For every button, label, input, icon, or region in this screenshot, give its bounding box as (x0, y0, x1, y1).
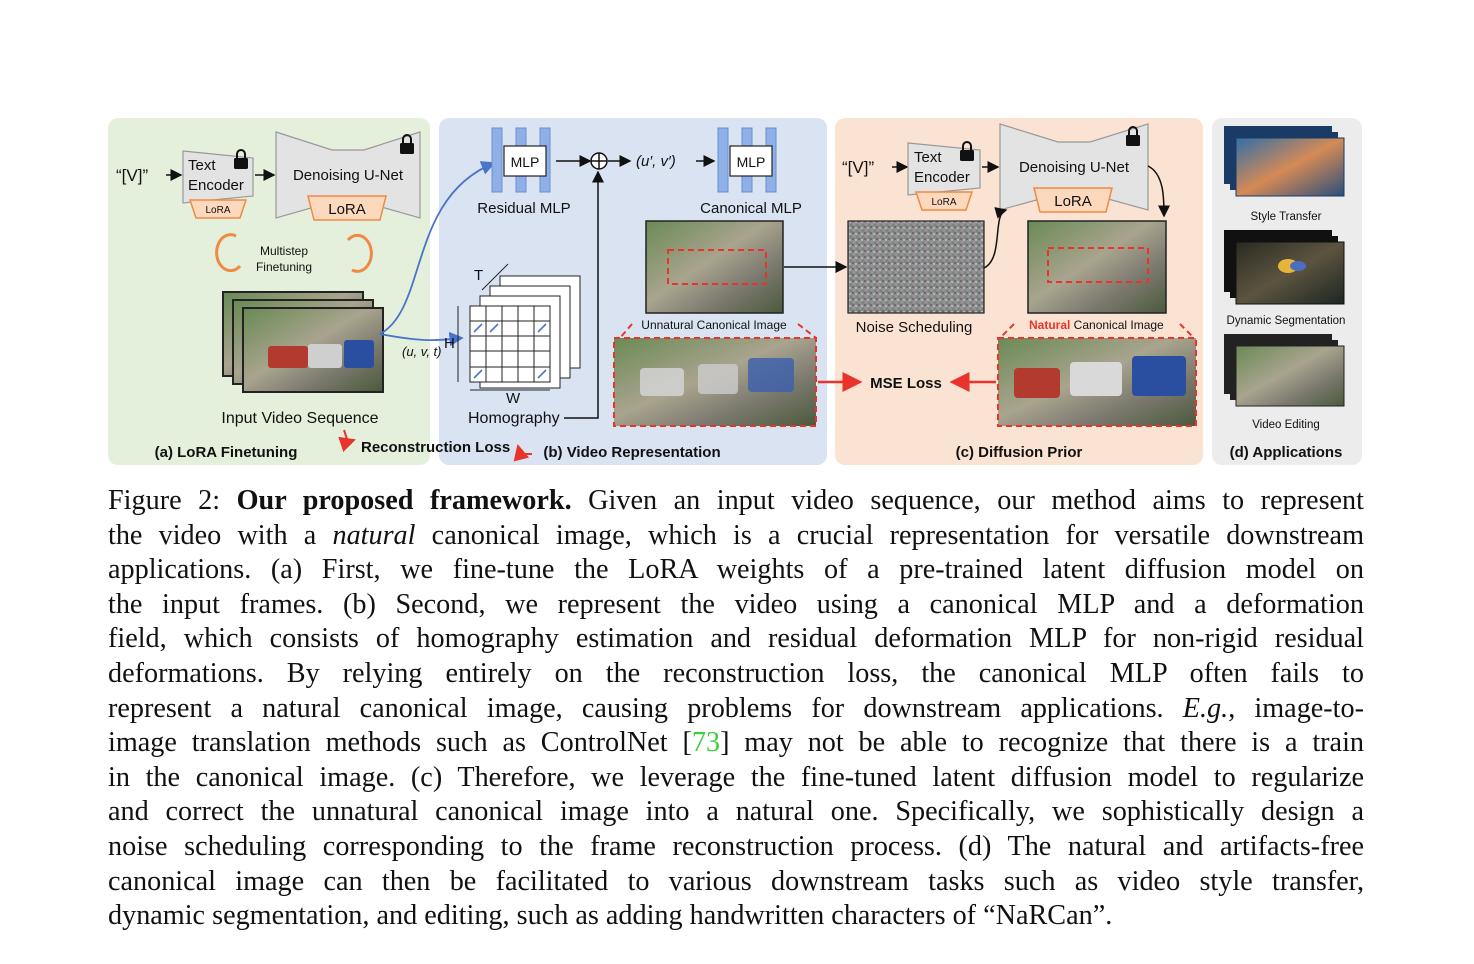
reconstruction-loss-label: Reconstruction Loss (361, 439, 510, 456)
svg-text:Residual MLP: Residual MLP (477, 200, 570, 217)
caption-line: and correct the unnatural canonical imag… (108, 796, 1364, 828)
caption-line: dynamic segmentation, and editing, such … (108, 900, 1113, 932)
svg-text:Natural Canonical Image: Natural Canonical Image (1029, 318, 1164, 332)
lora-small-a (188, 199, 248, 219)
segmentation-images (1224, 230, 1345, 305)
svg-text:Noise Scheduling: Noise Scheduling (856, 319, 973, 336)
svg-text:Denoising U-Net: Denoising U-Net (1019, 159, 1130, 176)
lock-icon (1126, 126, 1140, 146)
style-transfer-images (1224, 126, 1345, 197)
token-v-c: “[V]” (842, 158, 874, 177)
caption-line: represent a natural canonical image, cau… (108, 692, 1364, 724)
svg-text:Unnatural Canonical Image: Unnatural Canonical Image (641, 318, 787, 332)
lock-icon (960, 141, 974, 161)
lora-unet-c (1033, 187, 1113, 213)
input-video-frames (222, 291, 384, 393)
lora-unet-a (307, 195, 387, 221)
svg-text:MLP: MLP (511, 154, 540, 170)
unnatural-canonical-image (645, 220, 784, 314)
svg-text:Dynamic Segmentation: Dynamic Segmentation (1227, 315, 1346, 327)
svg-text:(u′, v′): (u′, v′) (636, 153, 676, 170)
svg-text:LoRA: LoRA (931, 197, 956, 208)
caption-line: image translation methods such as Contro… (108, 727, 1364, 759)
natural-canonical-image (1027, 220, 1167, 314)
video-editing-images (1224, 334, 1345, 407)
natural-zoom-image (997, 337, 1197, 427)
caption-line: field, which consists of homography esti… (108, 623, 1364, 655)
svg-text:Homography: Homography (468, 410, 560, 427)
token-v-a: “[V]” (116, 166, 148, 185)
svg-text:Encoder: Encoder (188, 177, 244, 194)
citation-link[interactable]: 73 (691, 727, 721, 759)
svg-text:Denoising U-Net: Denoising U-Net (293, 167, 404, 184)
mse-loss-label: MSE Loss (870, 375, 942, 392)
svg-text:Canonical MLP: Canonical MLP (700, 200, 802, 217)
figure-caption: Figure 2: Our proposed framework. Given … (108, 484, 1364, 934)
framework-figure: “[V]” Text Encoder LoRA Denoising U-Net … (108, 118, 1364, 468)
caption-line: the input frames. (b) Second, we represe… (108, 588, 1364, 620)
caption-line: applications. (a) First, we fine-tune th… (108, 554, 1364, 586)
svg-text:LoRA: LoRA (205, 205, 230, 216)
svg-text:Text: Text (188, 157, 216, 174)
svg-text:Encoder: Encoder (914, 169, 970, 186)
canonical-mlp-block (717, 127, 777, 193)
lora-small-c (914, 191, 974, 211)
residual-mlp-block (491, 127, 551, 193)
caption-line: Figure 2: Our proposed framework. Given … (108, 485, 1364, 516)
svg-text:Style Transfer: Style Transfer (1251, 211, 1322, 223)
svg-text:T: T (474, 267, 483, 284)
caption-line: noise scheduling corresponding to the fr… (108, 830, 1364, 862)
svg-text:LoRA: LoRA (328, 201, 366, 218)
caption-line: deformations. By relying entirely on the… (108, 657, 1364, 689)
sum-icon (590, 152, 608, 170)
svg-text:Multistep: Multistep (260, 244, 308, 258)
caption-line: in the canonical image. (c) Therefore, w… (108, 761, 1364, 793)
svg-text:Video Editing: Video Editing (1252, 419, 1320, 431)
noise-image (847, 220, 985, 314)
svg-text:(d) Applications: (d) Applications (1230, 444, 1343, 461)
caption-line: canonical image can then be facilitated … (108, 865, 1364, 897)
caption-line: the video with a natural canonical image… (108, 519, 1364, 551)
svg-text:H: H (444, 335, 455, 352)
unnatural-zoom-image (613, 337, 817, 427)
svg-text:(c) Diffusion Prior: (c) Diffusion Prior (956, 444, 1083, 461)
svg-text:Finetuning: Finetuning (256, 260, 312, 274)
svg-text:(b) Video Representation: (b) Video Representation (543, 444, 720, 461)
svg-text:(u, v, t): (u, v, t) (402, 344, 441, 359)
lock-icon (234, 149, 248, 169)
svg-text:Input Video Sequence: Input Video Sequence (221, 410, 378, 427)
svg-text:LoRA: LoRA (1054, 193, 1092, 210)
svg-text:Text: Text (914, 149, 942, 166)
homography-grid (457, 263, 581, 391)
svg-text:W: W (506, 390, 521, 407)
lock-icon (400, 134, 414, 154)
cycle-arrows-icon (215, 233, 373, 273)
svg-text:MLP: MLP (737, 154, 766, 170)
svg-text:(a) LoRA Finetuning: (a) LoRA Finetuning (155, 444, 298, 461)
